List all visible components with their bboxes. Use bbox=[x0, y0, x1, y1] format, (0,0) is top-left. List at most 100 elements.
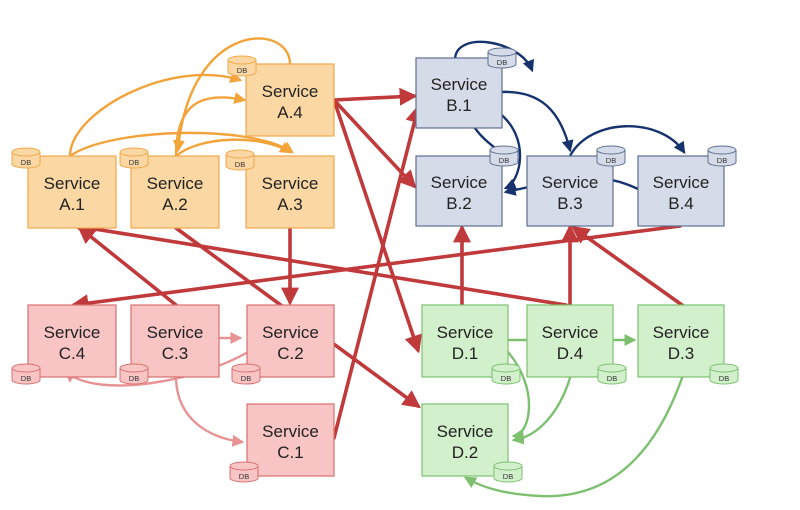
database-icon: DB bbox=[119, 363, 149, 385]
database-label: DB bbox=[239, 472, 249, 481]
service-id-label: A.2 bbox=[162, 195, 188, 214]
connection-A2-to-A4 bbox=[174, 92, 247, 158]
service-name-label: Service bbox=[437, 323, 494, 342]
service-id-label: B.1 bbox=[446, 96, 472, 115]
service-box bbox=[415, 155, 503, 227]
database-label: DB bbox=[235, 160, 245, 169]
database-label: DB bbox=[497, 58, 507, 67]
service-box bbox=[245, 155, 335, 229]
database-label: DB bbox=[21, 158, 31, 167]
service-name-label: Service bbox=[437, 422, 494, 441]
connection-A4-to-A2 bbox=[172, 37, 292, 153]
service-box bbox=[526, 155, 614, 227]
database-icon: DB bbox=[11, 363, 41, 385]
service-name-label: Service bbox=[542, 173, 599, 192]
service-box bbox=[130, 155, 220, 229]
service-name-label: Service bbox=[44, 174, 101, 193]
service-id-label: B.2 bbox=[446, 194, 472, 213]
service-name-label: Service bbox=[653, 323, 710, 342]
service-id-label: D.1 bbox=[452, 344, 478, 363]
database-icon: DB bbox=[597, 363, 627, 385]
database-label: DB bbox=[241, 374, 251, 383]
database-icon: DB bbox=[709, 363, 739, 385]
service-name-label: Service bbox=[431, 173, 488, 192]
database-icon: DB bbox=[596, 145, 626, 167]
service-box bbox=[637, 155, 725, 227]
service-id-label: A.4 bbox=[277, 103, 303, 122]
connection-A4-to-B1 bbox=[332, 87, 418, 106]
service-id-label: B.4 bbox=[668, 194, 694, 213]
connection-D4-to-A1 bbox=[72, 219, 568, 307]
database-label: DB bbox=[21, 374, 31, 383]
service-box bbox=[130, 304, 220, 378]
cross-group-connections bbox=[70, 87, 684, 440]
database-label: DB bbox=[717, 156, 727, 165]
service-id-label: C.2 bbox=[277, 344, 303, 363]
connection-C2-to-C4 bbox=[64, 350, 250, 387]
database-icon: DB bbox=[229, 461, 259, 483]
database-icon: DB bbox=[225, 149, 255, 171]
database-icon: DB bbox=[491, 363, 521, 385]
service-name-label: Service bbox=[262, 422, 319, 441]
database-label: DB bbox=[606, 156, 616, 165]
database-label: DB bbox=[719, 374, 729, 383]
service-name-label: Service bbox=[44, 323, 101, 342]
connection-D3-to-B3 bbox=[571, 225, 684, 307]
service-name-label: Service bbox=[262, 82, 319, 101]
database-icon: DB bbox=[227, 55, 257, 77]
service-box bbox=[246, 403, 335, 477]
connection-D4-to-D2 bbox=[511, 376, 572, 445]
service-box bbox=[27, 304, 117, 378]
database-label: DB bbox=[499, 156, 509, 165]
service-box bbox=[246, 304, 335, 378]
service-name-label: Service bbox=[431, 75, 488, 94]
service-box bbox=[415, 57, 503, 129]
service-box bbox=[245, 63, 335, 137]
service-box bbox=[421, 403, 509, 477]
database-icon: DB bbox=[489, 145, 519, 167]
service-id-label: A.1 bbox=[59, 195, 85, 214]
connection-A1-to-A4 bbox=[68, 71, 243, 158]
database-label: DB bbox=[501, 374, 511, 383]
database-icon: DB bbox=[493, 461, 523, 483]
connection-B1-to-B3 bbox=[498, 90, 574, 153]
service-id-label: D.2 bbox=[452, 443, 478, 462]
service-id-label: C.1 bbox=[277, 443, 303, 462]
service-box bbox=[526, 304, 614, 378]
service-name-label: Service bbox=[147, 174, 204, 193]
database-icon: DB bbox=[119, 147, 149, 169]
database-label: DB bbox=[129, 158, 139, 167]
service-box bbox=[637, 304, 725, 378]
service-box bbox=[421, 304, 509, 378]
connection-B3-to-B4 bbox=[568, 125, 686, 158]
connection-A2-to-A3 bbox=[174, 138, 293, 158]
service-id-label: C.4 bbox=[59, 344, 85, 363]
database-icon: DB bbox=[231, 363, 261, 385]
connection-D3-to-D2 bbox=[463, 376, 684, 498]
connection-A4-to-D1 bbox=[332, 98, 422, 354]
database-label: DB bbox=[237, 66, 247, 75]
connection-C3-to-C1 bbox=[174, 374, 245, 447]
service-id-label: D.4 bbox=[557, 344, 583, 363]
service-id-label: B.3 bbox=[557, 194, 583, 213]
service-name-label: Service bbox=[147, 323, 204, 342]
database-icon: DB bbox=[487, 47, 517, 69]
database-icon: DB bbox=[707, 145, 737, 167]
service-id-label: A.3 bbox=[277, 195, 303, 214]
